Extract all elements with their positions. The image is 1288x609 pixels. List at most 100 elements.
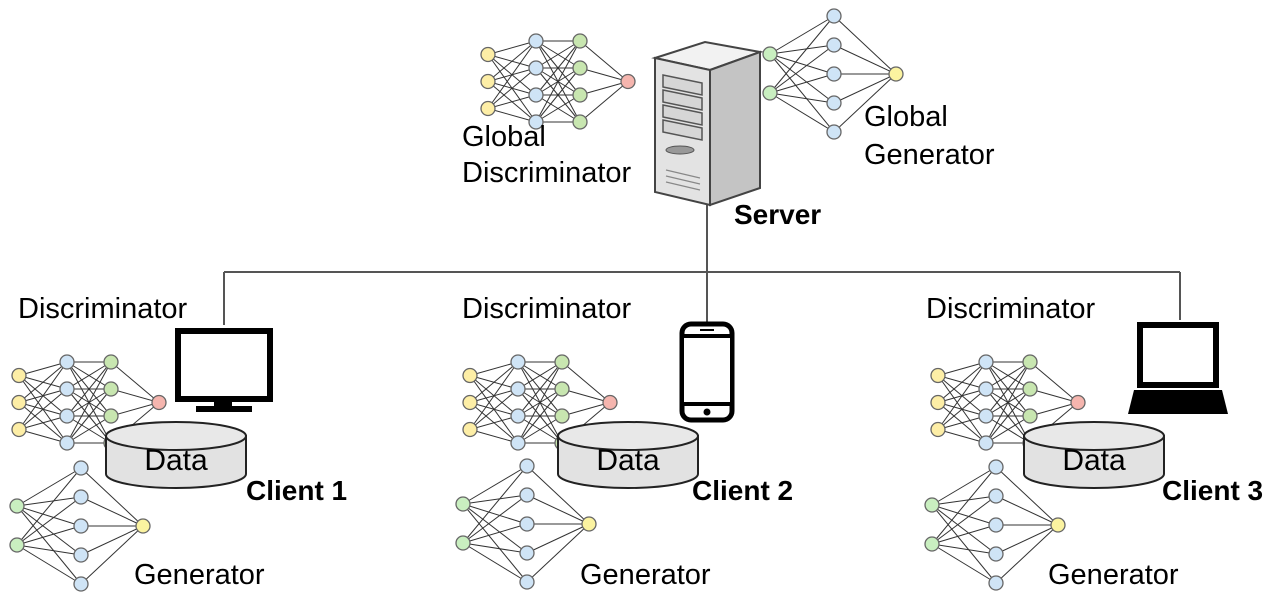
client-2-discriminator-net-edge	[517, 361, 563, 390]
global-discriminator-net-edge	[535, 67, 581, 123]
client-1-generator-net-edge	[16, 505, 82, 556]
global-generator-net-edge	[769, 92, 835, 133]
client-2-discriminator-net-edge	[517, 388, 563, 444]
client-2-discriminator-net-edge	[561, 388, 611, 403]
global-generator-net-edge	[769, 53, 835, 133]
global-generator-net-node	[826, 124, 842, 140]
client-3-discriminator-net-node	[930, 421, 946, 438]
client-1-generator-net-node	[73, 576, 89, 592]
client-3-generator-net-edge	[995, 524, 1059, 555]
client-3-generator-net-edge	[931, 504, 997, 555]
client-3-discriminator-net-edge	[985, 361, 1031, 417]
client-3-generator-net-edge	[931, 466, 997, 545]
client-2-discriminator-net-node	[462, 394, 478, 411]
client-1-label: Client 1	[246, 475, 347, 506]
global-generator-net-edge	[769, 15, 835, 94]
global-discriminator-net-node	[528, 60, 544, 76]
global-generator-label-line2: Generator	[864, 139, 995, 171]
client-2-generator-net-edge	[462, 465, 528, 505]
client-2-discriminator-label: Discriminator	[462, 293, 632, 325]
global-discriminator-net-edge	[487, 40, 537, 109]
client-2-discriminator-net-edge	[517, 361, 563, 444]
client-3-discriminator-net-node	[1022, 381, 1038, 397]
client-3-data-cylinder	[1023, 421, 1165, 489]
client-2-generator-net-edge	[462, 542, 528, 554]
global-generator-net-edge	[833, 15, 897, 75]
client-3-discriminator-net-edge	[937, 415, 987, 430]
client-1-discriminator-net-edge	[18, 415, 68, 430]
global-discriminator-net-edge	[487, 67, 537, 109]
client-2-generator-net-edge	[462, 503, 528, 583]
global-generator-net-node	[888, 66, 904, 82]
client-1-discriminator-net-edge	[110, 402, 160, 417]
client-1-generator-net-node	[73, 518, 89, 534]
client-2-generator-net-edge	[526, 465, 590, 525]
client-3-discriminator-net-edge	[985, 361, 1031, 390]
global-discriminator-label-line1: Global	[462, 121, 546, 153]
client-1-generator-label: Generator	[134, 559, 265, 591]
global-discriminator-net-node	[572, 114, 588, 130]
client-3-generator-net-node	[924, 536, 940, 552]
client-1-discriminator-net-node	[11, 421, 27, 438]
client-1-generator-net-node	[9, 537, 25, 553]
labels: Global Discriminator Global Generator Se…	[18, 101, 1263, 591]
client-3-generator-net-node	[988, 517, 1004, 533]
client-1-discriminator-net-node	[59, 381, 75, 397]
client-2-discriminator-net-edge	[517, 415, 563, 444]
client-3-discriminator-net-edge	[937, 361, 987, 376]
global-discriminator-net-node	[572, 60, 588, 76]
global-discriminator-label-line2: Discriminator	[462, 157, 632, 189]
client-1-discriminator-net-node	[103, 381, 119, 397]
client-2-discriminator-net-node	[554, 354, 570, 370]
global-generator-net-edge	[769, 53, 835, 104]
client-2-discriminator-net-node	[510, 381, 526, 397]
client-3-generator-net-edge	[995, 466, 1059, 526]
global-discriminator-net-edge	[579, 81, 629, 123]
global-discriminator-net-edge	[487, 108, 537, 123]
client-2-generator-net	[455, 458, 597, 590]
client-2-generator-net-edge	[462, 503, 528, 525]
client-3-discriminator-net-edge	[1029, 402, 1079, 417]
client-1-discriminator-net-node	[11, 367, 27, 384]
client-3-discriminator-net-node	[1070, 394, 1086, 411]
client-1-discriminator-net-edge	[18, 361, 68, 376]
global-discriminator-net-edge	[535, 40, 581, 69]
network-connections	[223, 205, 1181, 325]
client-1-discriminator-net-edge	[18, 388, 68, 430]
client-3-discriminator-label: Discriminator	[926, 293, 1096, 325]
global-generator-net-edge	[769, 44, 835, 94]
client-2-discriminator-net-edge	[561, 402, 611, 417]
client-3-generator-net-node	[1050, 517, 1066, 533]
client-3-generator-net-node	[988, 575, 1004, 591]
client-2-data-cylinder	[557, 421, 699, 489]
client-1-discriminator-net-edge	[18, 429, 68, 444]
client-1-generator-net-edge	[80, 467, 144, 527]
global-generator-net-edge	[769, 44, 835, 55]
client-1-generator-net-node	[135, 518, 151, 534]
client-1-discriminator-net-edge	[110, 361, 160, 403]
client-3-discriminator-net-node	[930, 394, 946, 411]
client-2-generator-net-edge	[526, 494, 590, 525]
global-discriminator-net-edge	[579, 40, 629, 82]
client-2-discriminator-net-node	[510, 435, 526, 451]
client-1-generator-net-edge	[80, 525, 144, 585]
global-generator-net-edge	[833, 73, 897, 104]
global-discriminator-net-node	[480, 100, 496, 117]
client-1-discriminator-net-edge	[66, 361, 112, 417]
global-discriminator-net-edges	[487, 40, 629, 123]
global-discriminator-net-node	[480, 46, 496, 63]
desktop-monitor-icon	[175, 328, 273, 412]
server-label: Server	[734, 199, 821, 230]
client-3-discriminator-net-edge	[937, 388, 987, 430]
client-2-label: Client 2	[692, 475, 793, 506]
client-3-discriminator-net-edges	[937, 361, 1079, 444]
client-2-generator-net-edge	[462, 542, 528, 583]
client-2-discriminator-net-node	[510, 408, 526, 424]
global-generator-net-node	[762, 85, 778, 101]
client-3-generator-net-edge	[931, 504, 997, 526]
client-1-discriminator-label: Discriminator	[18, 293, 188, 325]
client-2-generator-net-edge	[462, 465, 528, 544]
global-discriminator-net-edge	[579, 67, 629, 82]
global-discriminator-net-node	[528, 33, 544, 49]
